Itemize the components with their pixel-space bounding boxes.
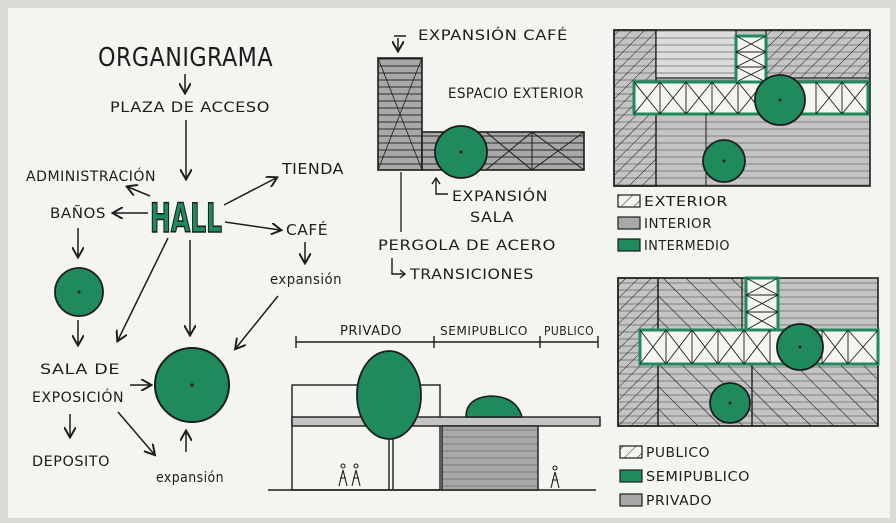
cafe-expansion-label: expansión bbox=[270, 272, 342, 288]
pergola-vertical-bottom bbox=[744, 276, 780, 332]
section-tree bbox=[356, 350, 422, 440]
arrow-hall-administracion bbox=[128, 187, 151, 197]
plan-sketch: EXPANSIÓN CAFÉ ESPACIO EXTERIOR EXPANSIÓ… bbox=[377, 26, 585, 283]
semipublico-header: SEMIPUBLICO bbox=[440, 324, 528, 338]
hall-label: HALL bbox=[150, 196, 222, 242]
legend-swatch-publico bbox=[619, 445, 643, 459]
arrow-hall-cafe bbox=[224, 221, 280, 230]
pergola-horizontal-top bbox=[632, 80, 870, 116]
sala-expansion-label: expansión bbox=[156, 470, 224, 486]
legend-top: EXTERIOR INTERIOR INTERMEDIO bbox=[617, 194, 730, 254]
plaza-label: PLAZA DE ACCESO bbox=[110, 100, 270, 116]
administracion-label: ADMINISTRACIÓN bbox=[26, 167, 156, 185]
section-sketch: PRIVADO SEMIPUBLICO PUBLICO bbox=[268, 324, 601, 491]
expansion-sala-label-2: SALA bbox=[470, 210, 514, 226]
banos-label: BAÑOS bbox=[50, 205, 106, 222]
section-bush bbox=[465, 395, 524, 418]
arrow-hall-tienda bbox=[223, 178, 276, 206]
legend-swatch-interior bbox=[617, 216, 641, 230]
pergola-horizontal-bottom bbox=[638, 328, 880, 366]
legend-label-exterior: EXTERIOR bbox=[644, 195, 728, 210]
sala-label-2: EXPOSICIÓN bbox=[32, 388, 124, 406]
legend-label-interior: INTERIOR bbox=[644, 217, 712, 232]
legend-label-semipublico: SEMIPUBLICO bbox=[646, 470, 750, 485]
legend-label-intermedio: INTERMEDIO bbox=[644, 239, 730, 254]
legend-swatch-semipublico bbox=[619, 469, 643, 483]
plan-top-right bbox=[613, 29, 871, 187]
sala-label-1: SALA DE bbox=[40, 362, 120, 378]
legend-bottom: PUBLICO SEMIPUBLICO PRIVADO bbox=[619, 445, 750, 509]
cafe-label: CAFÉ bbox=[286, 220, 328, 239]
publico-header: PUBLICO bbox=[544, 324, 594, 338]
plan-bottom-right bbox=[617, 276, 880, 427]
privado-header: PRIVADO bbox=[340, 324, 402, 339]
arrow-cafe-exposicion bbox=[236, 295, 279, 348]
arrow-sala-expansion bbox=[117, 411, 154, 454]
transiciones-label: TRANSICIONES bbox=[409, 267, 534, 283]
organigrama-title: ORGANIGRAMA bbox=[98, 43, 273, 73]
espacio-exterior-label: ESPACIO EXTERIOR bbox=[448, 86, 584, 102]
tienda-label: TIENDA bbox=[281, 160, 344, 178]
expansion-sala-label-1: EXPANSIÓN bbox=[452, 187, 548, 205]
deposito-label: DEPOSITO bbox=[32, 454, 110, 470]
legend-swatch-exterior bbox=[617, 194, 641, 208]
pergola-vertical-top bbox=[734, 34, 768, 84]
organigrama: ORGANIGRAMA PLAZA DE ACCESO HALL TIENDA … bbox=[26, 43, 344, 486]
legend-swatch-intermedio bbox=[617, 238, 641, 252]
expansion-cafe-label: EXPANSIÓN CAFÉ bbox=[418, 26, 568, 44]
legend-swatch-privado bbox=[619, 493, 643, 507]
legend-label-publico: PUBLICO bbox=[646, 446, 710, 461]
exterior-zone-topright bbox=[765, 29, 871, 79]
arrow-hall-sala bbox=[118, 237, 169, 340]
pergola-label: PERGOLA DE ACERO bbox=[378, 238, 556, 254]
legend-label-privado: PRIVADO bbox=[646, 494, 712, 509]
